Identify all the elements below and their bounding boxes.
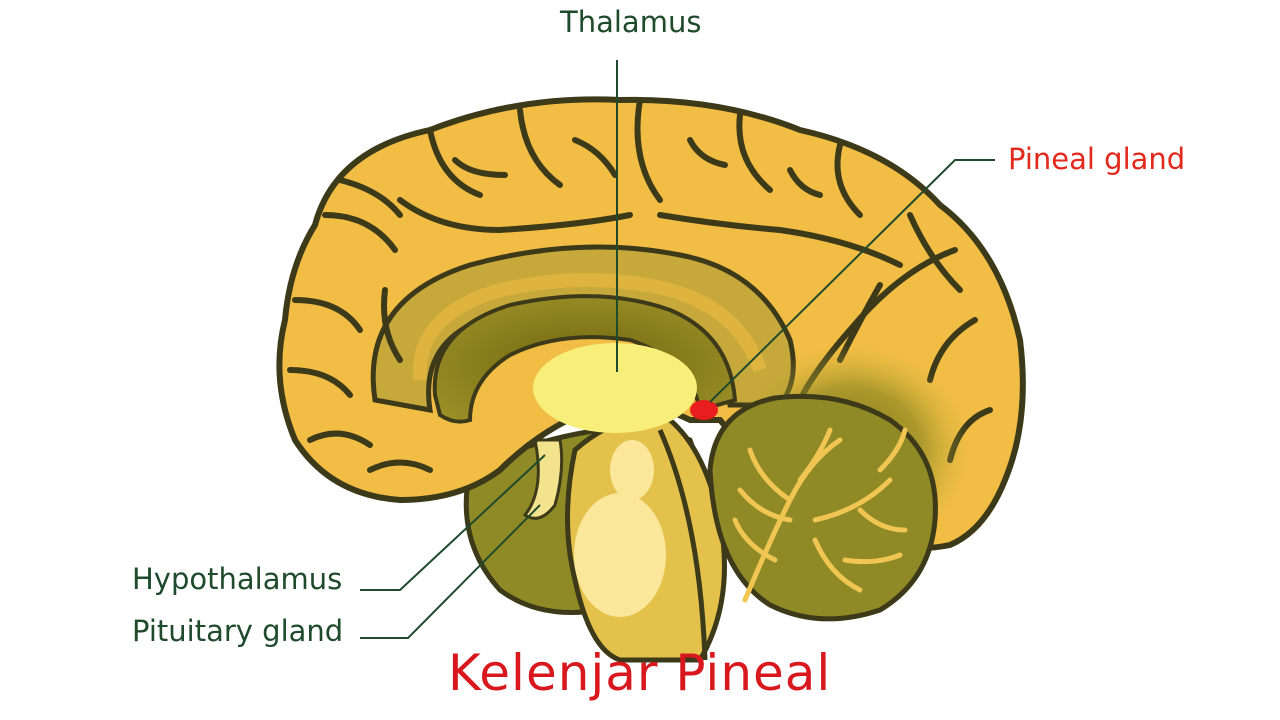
leader-lines [360, 60, 995, 639]
pineal-gland-marker [690, 400, 718, 420]
leader-pineal [709, 159, 995, 403]
leader-pituitary [360, 504, 541, 639]
label-pineal-gland: Pineal gland [1008, 142, 1186, 176]
thalamus-region [533, 343, 697, 433]
leader-hypothalamus [360, 454, 546, 591]
label-hypothalamus: Hypothalamus [132, 562, 343, 596]
label-pituitary-gland: Pituitary gland [132, 614, 344, 648]
cerebellum [707, 345, 970, 622]
label-thalamus: Thalamus [560, 5, 702, 39]
caption: Kelenjar Pineal [448, 644, 832, 702]
